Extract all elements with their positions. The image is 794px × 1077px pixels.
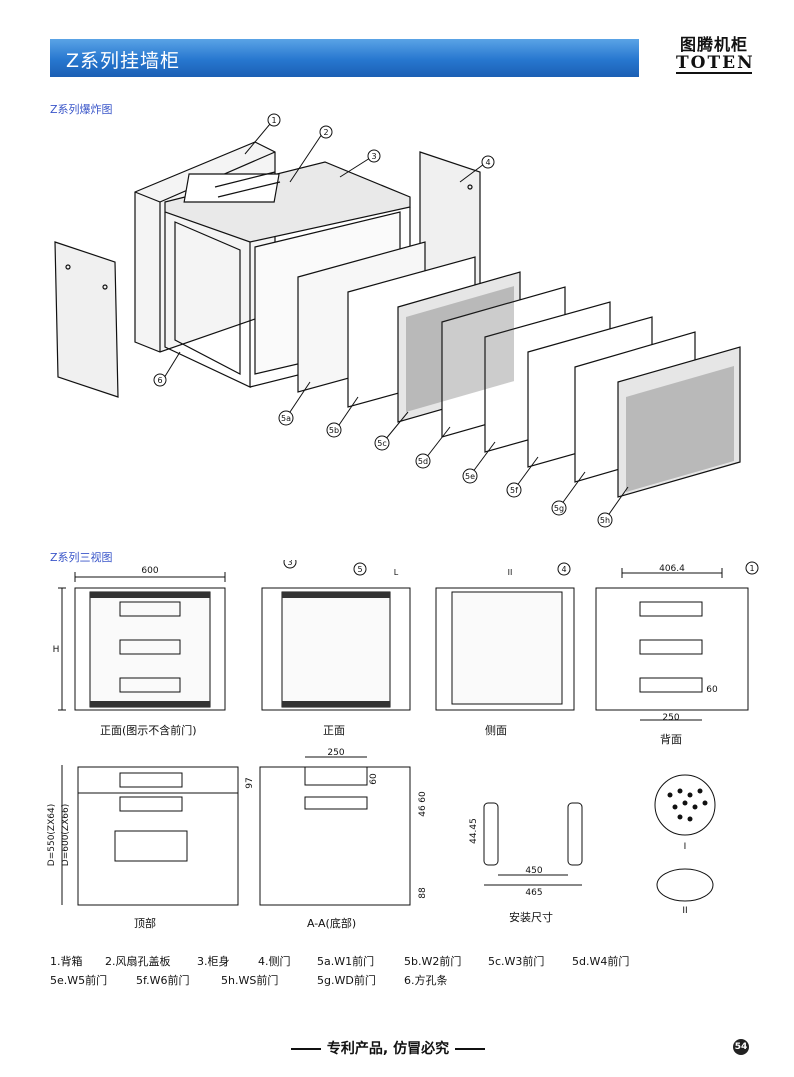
detail-1-label: I [684, 842, 687, 852]
dim-mount-44: 44.45 [469, 818, 479, 844]
title-bar: Z系列挂墙柜 [50, 39, 639, 77]
callout-5c: 5c [377, 439, 387, 448]
dim-bottom-c: 88 [418, 887, 428, 899]
dim-bottom-a: 60 [418, 791, 428, 803]
caption-side: 侧面 [485, 724, 507, 737]
caption-front-no-door: 正面(图示不含前门) [100, 724, 197, 737]
mark-L: L [394, 568, 399, 577]
caption-back: 背面 [660, 733, 682, 746]
mark-II: II [508, 568, 513, 577]
legend-item: 5a.W1前门 [317, 955, 375, 968]
callout-1: 1 [271, 116, 276, 125]
three-view-row2: 97 D=550(ZX64) D=600(ZX66) 250 60 60 46 … [47, 748, 716, 915]
dim-top-97: 97 [245, 777, 255, 788]
dim-bottom-b: 46 [418, 805, 428, 817]
callout-2: 2 [323, 128, 328, 137]
legend-item: 5b.W2前门 [404, 955, 462, 968]
mark-3: 3 [287, 560, 292, 567]
legend-item: 3.柜身 [197, 955, 230, 968]
brand-logo: 图腾机柜 TOTEN [676, 35, 755, 74]
callout-5d: 5d [418, 457, 428, 466]
dim-back-slot-width: 250 [662, 713, 679, 723]
legend-item: 5e.W5前门 [50, 974, 108, 987]
legend-item: 2.风扇孔盖板 [105, 955, 171, 968]
callout-5h: 5h [600, 516, 610, 525]
dim-top-d2: D=600(ZX66) [61, 804, 71, 866]
dim-bottom-250: 250 [327, 748, 344, 758]
footer-rule-left [290, 1048, 321, 1050]
callout-6: 6 [157, 376, 162, 385]
legend-item: 5g.WD前门 [317, 974, 376, 987]
legend-item: 4.侧门 [258, 955, 291, 968]
callout-5a: 5a [281, 414, 291, 423]
logo-english: TOTEN [676, 53, 755, 74]
three-view-label: Z系列三视图 [50, 551, 113, 564]
footer-slogan: 专利产品, 仿冒必究 [283, 1038, 493, 1058]
page-number: 54 [733, 1039, 749, 1055]
footer-rule-right [455, 1048, 486, 1050]
detail-2-label: II [682, 906, 687, 915]
legend-item: 5h.WS前门 [221, 974, 279, 987]
page-title: Z系列挂墙柜 [66, 50, 181, 72]
exploded-view-label: Z系列爆炸图 [50, 103, 113, 116]
legend-item: 5d.W4前门 [572, 955, 630, 968]
legend-item: 6.方孔条 [404, 974, 448, 987]
dim-mount-450: 450 [525, 866, 542, 876]
callout-4: 4 [485, 158, 490, 167]
caption-bottom: A-A(底部) [307, 917, 357, 930]
dim-front-height: H [53, 645, 60, 655]
caption-top: 顶部 [134, 917, 156, 930]
dim-back-slot-height: 60 [706, 685, 718, 695]
callout-5e: 5e [465, 472, 475, 481]
legend-item: 1.背箱 [50, 955, 83, 968]
dim-front-width: 600 [141, 566, 158, 576]
caption-mount: 安装尺寸 [509, 911, 553, 924]
dim-back-width: 406.4 [659, 564, 685, 574]
dim-bottom-60: 60 [369, 773, 379, 785]
callout-3: 3 [371, 152, 376, 161]
mark-1: 1 [749, 564, 754, 573]
mark-5: 5 [357, 565, 362, 574]
caption-front: 正面 [323, 724, 345, 737]
logo-chinese: 图腾机柜 [679, 35, 748, 54]
legend-item: 5f.W6前门 [136, 974, 190, 987]
exploded-view-diagram: 1 2 3 4 5a 5b 5c 5d 5e 5f 5g 5h 6 [54, 113, 741, 528]
legend-item: 5c.W3前门 [488, 955, 545, 968]
footer-slogan-text: 专利产品, 仿冒必究 [326, 1041, 450, 1057]
callout-5g: 5g [554, 504, 564, 513]
callout-5f: 5f [510, 486, 518, 495]
dim-top-d1: D=550(ZX64) [47, 804, 57, 866]
three-view-row1: 600 H 406.4 250 60 3 5 L II 4 1 [53, 560, 759, 723]
callout-5b: 5b [329, 426, 339, 435]
mark-4: 4 [561, 565, 566, 574]
dim-mount-465: 465 [525, 888, 542, 898]
